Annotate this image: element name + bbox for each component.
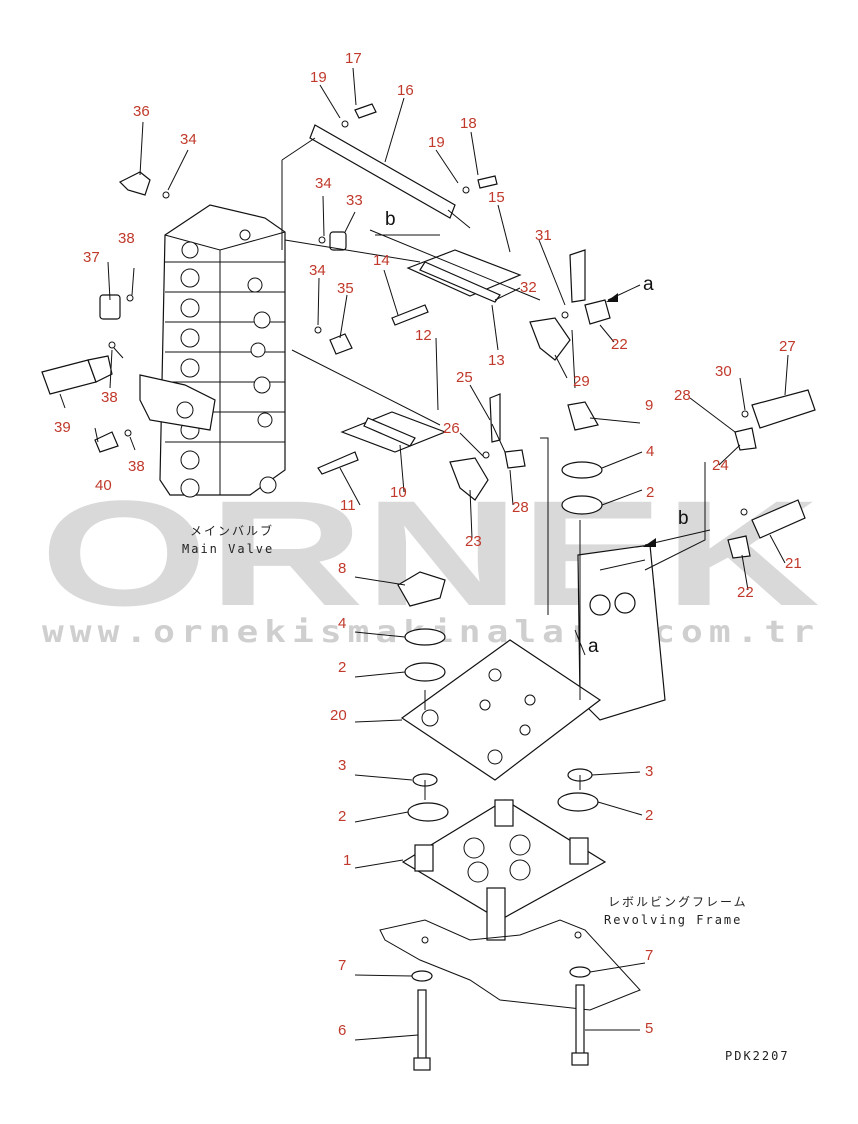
part-label: 39: [54, 419, 71, 436]
watermark-brand: ORNEK: [40, 469, 820, 637]
main-valve-drawing: [139, 204, 286, 498]
revolving-frame-caption-en: Revolving Frame: [604, 913, 742, 927]
revolving-frame-caption-jp: レボルビングフレーム: [608, 895, 748, 909]
part-label: 38: [118, 230, 135, 247]
main-valve-caption-en: Main Valve: [182, 542, 274, 556]
part-label: 37: [83, 249, 100, 266]
drawing-code: PDK2207: [725, 1049, 790, 1063]
part-label: 12: [415, 327, 432, 344]
leader-lines: [59, 67, 789, 1041]
base-drawing: [379, 520, 641, 1071]
view-reference-letters: a a b b: [385, 209, 689, 657]
part-label: 24: [712, 457, 729, 474]
view-arrows: [375, 234, 711, 656]
part-label: 16: [397, 82, 414, 99]
view-ref-a: a: [588, 636, 599, 657]
part-label: 28: [512, 499, 529, 516]
part-label: 19: [428, 134, 445, 151]
part-label: 18: [460, 115, 477, 132]
part-label: 29: [573, 373, 590, 390]
part-label: 38: [101, 389, 118, 406]
part-label: 6: [338, 1022, 346, 1039]
part-label: 17: [345, 50, 362, 67]
part-label: 22: [611, 336, 628, 353]
part-label: 20: [330, 707, 347, 724]
part-label: 4: [646, 443, 654, 460]
part-label: 40: [95, 477, 112, 494]
part-label: 35: [337, 280, 354, 297]
part-label: 8: [338, 560, 346, 577]
part-label: 34: [315, 175, 332, 192]
part-label: 21: [785, 555, 802, 572]
stand-drawing: [397, 389, 816, 787]
watermark: ORNEK www.ornekismakinalari.com.tr: [40, 469, 820, 650]
part-label: 19: [310, 69, 327, 86]
part-label: 38: [128, 458, 145, 475]
part-label: 14: [373, 252, 390, 269]
part-label: 28: [674, 387, 691, 404]
part-number-labels: 1 2 2 2 2 3 3 4 4 5 6 7 7 8 9 10 11 12 1…: [54, 50, 802, 1039]
part-label: 15: [488, 189, 505, 206]
part-label: 27: [779, 338, 796, 355]
part-label: 3: [338, 757, 346, 774]
part-label: 1: [343, 852, 351, 869]
part-label: 7: [338, 957, 346, 974]
part-label: 22: [737, 584, 754, 601]
part-label: 4: [338, 615, 346, 632]
part-label: 26: [443, 420, 460, 437]
view-ref-b: b: [678, 508, 689, 529]
part-label: 9: [645, 397, 653, 414]
bracket-drawing: [281, 103, 611, 501]
part-label: 2: [646, 484, 654, 501]
part-label: 5: [645, 1020, 653, 1037]
fittings-drawing: [41, 171, 353, 453]
part-label: 11: [340, 497, 356, 514]
part-label: 23: [465, 533, 482, 550]
part-label: 32: [520, 279, 537, 296]
part-label: 2: [645, 807, 653, 824]
part-label: 2: [338, 659, 346, 676]
part-label: 13: [488, 352, 505, 369]
view-ref-b: b: [385, 209, 396, 230]
part-label: 33: [346, 192, 363, 209]
part-label: 34: [309, 262, 326, 279]
part-label: 31: [535, 227, 552, 244]
part-label: 34: [180, 131, 197, 148]
part-label: 3: [645, 763, 653, 780]
captions: メインバルブ Main Valve レボルビングフレーム Revolving F…: [182, 523, 790, 1063]
part-label: 36: [133, 103, 150, 120]
part-label: 10: [390, 484, 407, 501]
part-label: 2: [338, 808, 346, 825]
view-ref-a: a: [643, 274, 654, 295]
main-valve-caption-jp: メインバルブ: [190, 523, 274, 538]
part-label: 30: [715, 363, 732, 380]
part-label: 7: [645, 947, 653, 964]
part-label: 25: [456, 369, 473, 386]
